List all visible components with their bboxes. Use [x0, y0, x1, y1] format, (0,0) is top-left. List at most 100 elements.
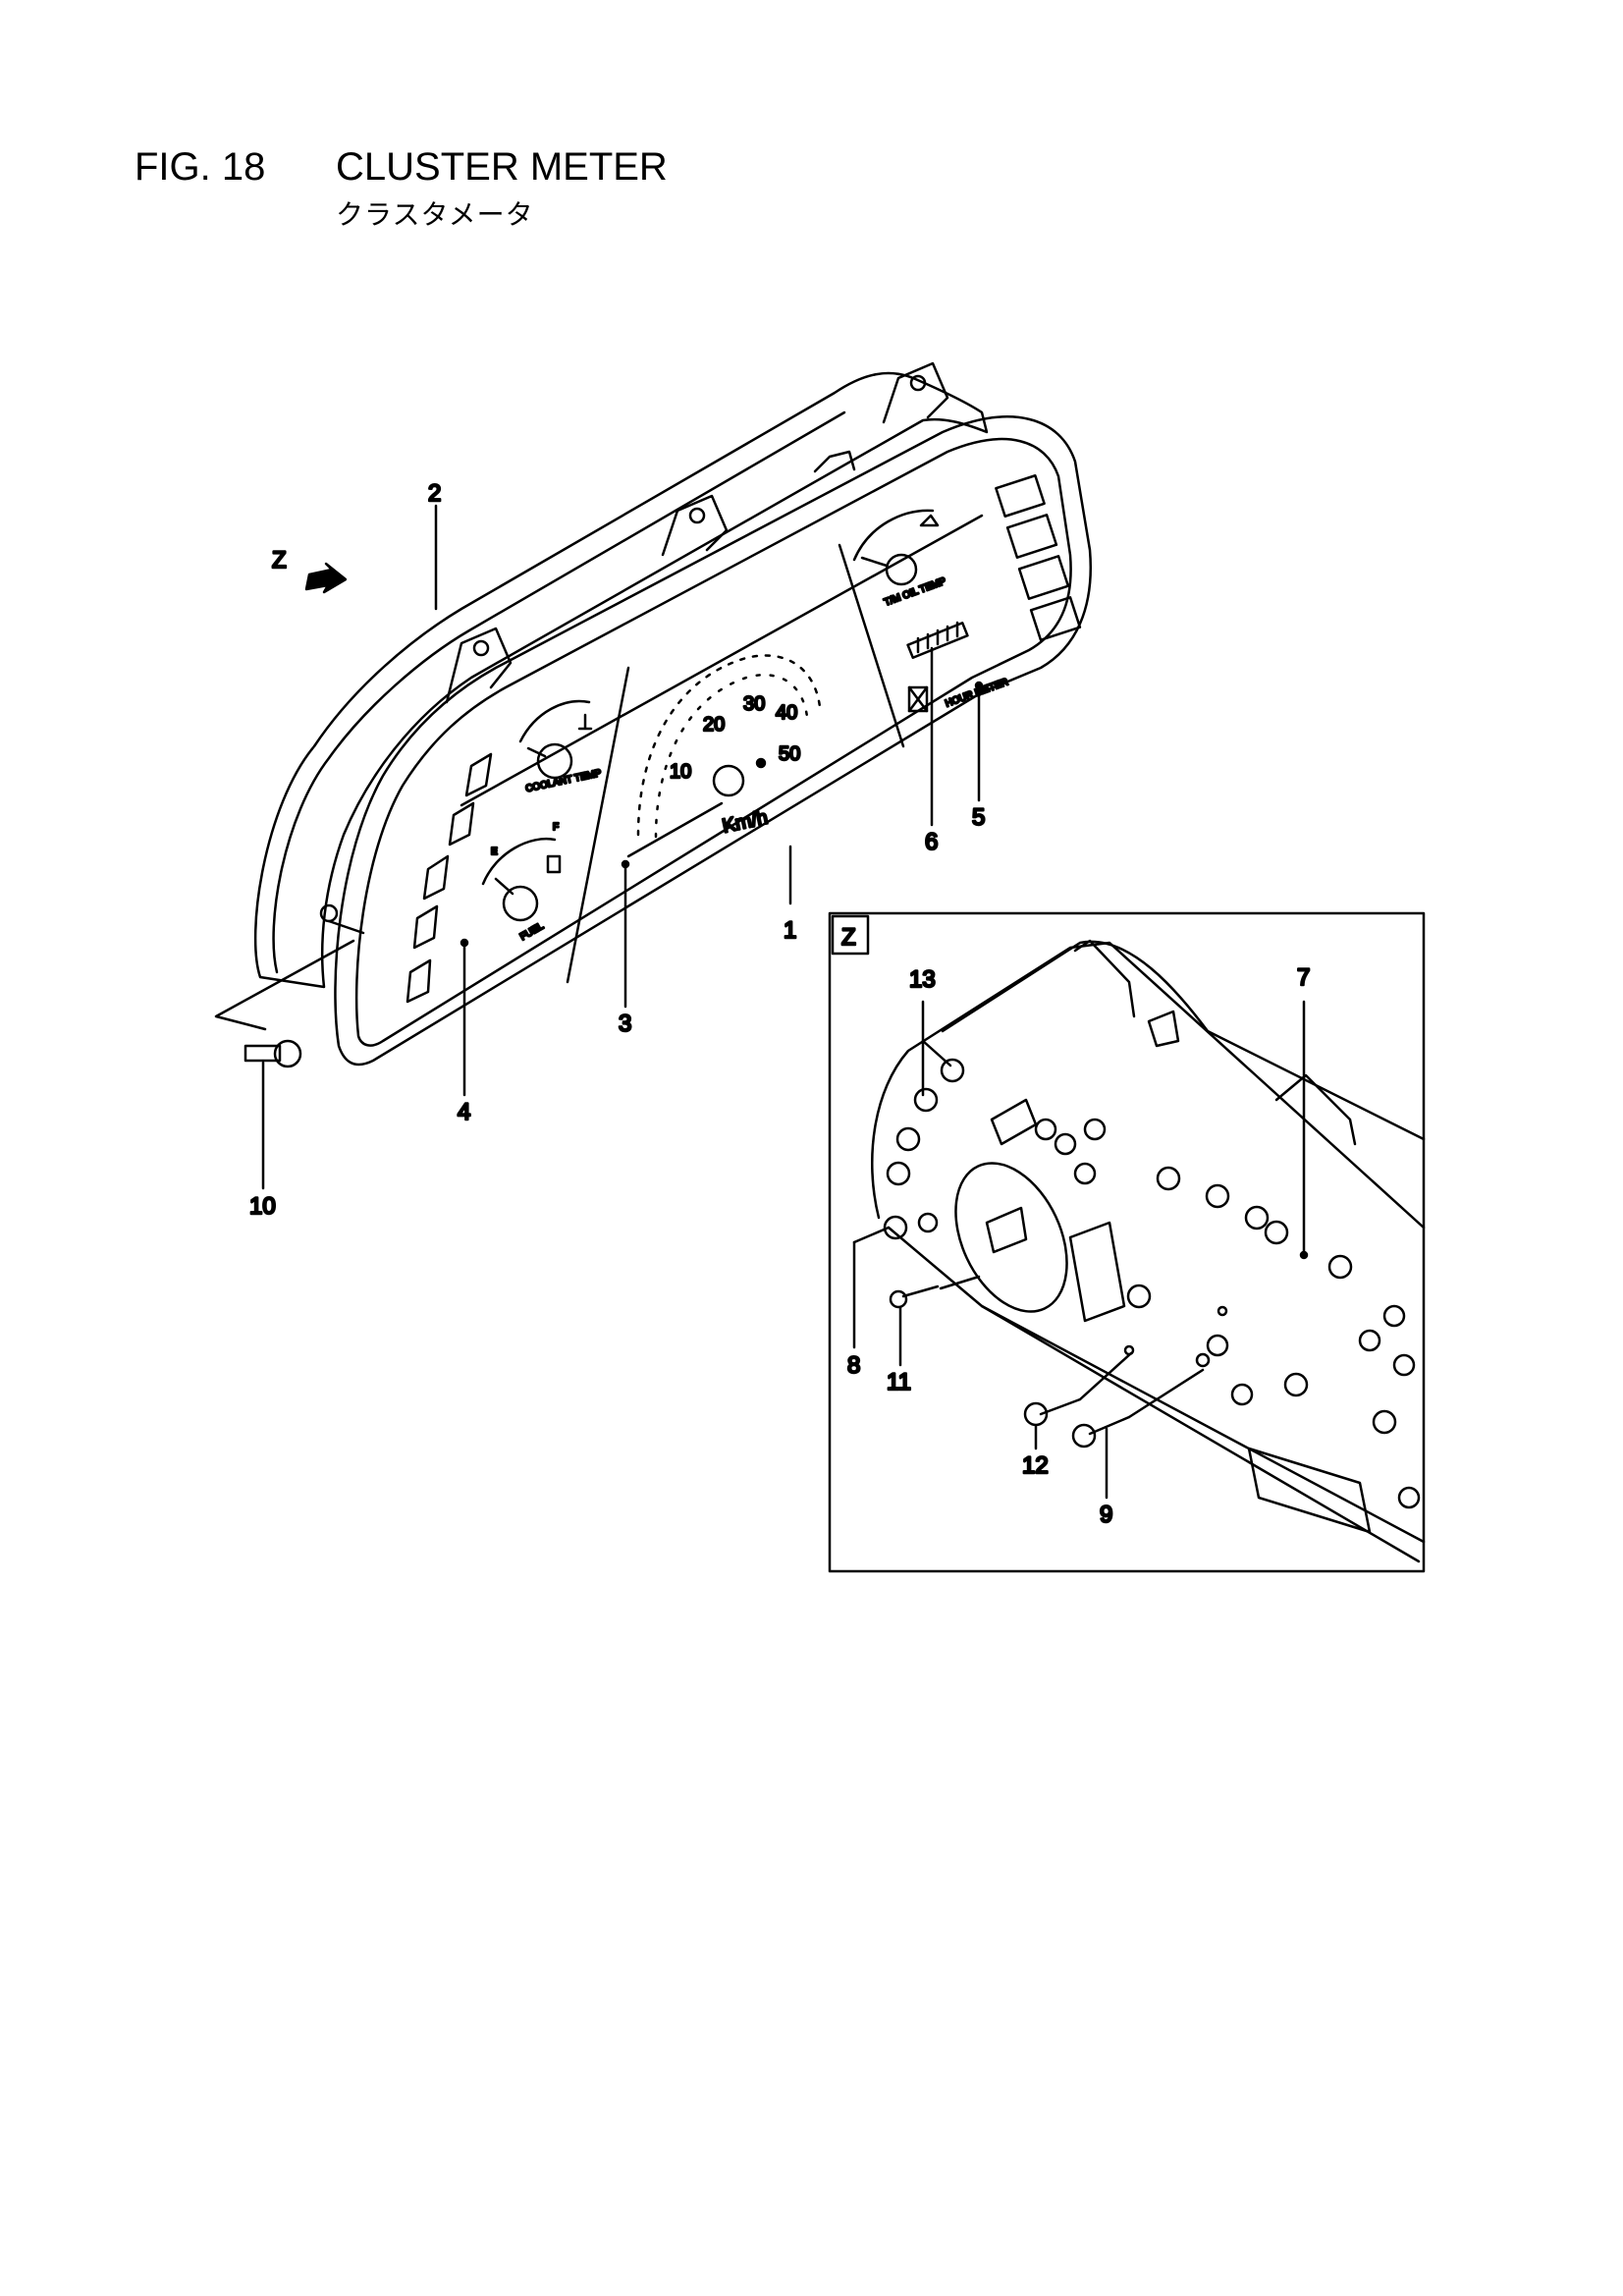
speed-tick-40: 40: [776, 702, 797, 724]
bulb-socket: [940, 1058, 965, 1083]
bulb-socket: [1195, 1352, 1211, 1368]
callout-3: 3: [619, 1011, 631, 1037]
speedometer-needle: [626, 801, 724, 858]
bulb-socket: [1382, 1304, 1406, 1328]
bulb-socket: [886, 1161, 911, 1186]
view-marker-z: Z: [272, 547, 287, 574]
bracket-right-hole: [909, 374, 927, 392]
view-arrow: [304, 562, 348, 594]
inset-connector-block: [1068, 1221, 1126, 1323]
bulb-socket: [1283, 1372, 1309, 1397]
inset-housing-bottom-2: [980, 1304, 1421, 1563]
bulb-socket: [1156, 1166, 1181, 1191]
bulb-socket: [883, 1215, 908, 1240]
hour-meter-label: HOUR METER: [944, 677, 1009, 709]
figure-subtitle: クラスタメータ: [336, 198, 534, 231]
coolant-gauge-hub: [536, 742, 573, 780]
bulb-socket: [917, 1212, 939, 1233]
fuel-empty-label: E: [491, 847, 498, 857]
bracket-left-hole: [472, 639, 490, 657]
speedometer-pin: [755, 757, 767, 769]
screw-9-leader: [1127, 1368, 1205, 1419]
inset-tab-right: [1274, 1073, 1357, 1146]
callout-3-dot: [621, 859, 630, 869]
fuel-pump-icon: [546, 854, 562, 874]
warning-lamp-3: [1017, 555, 1070, 600]
callout-13-leader-b: [921, 1039, 952, 1067]
tm-oil-gauge-needle: [860, 556, 889, 568]
bracket-mid-hole: [688, 507, 706, 524]
inset-cap: [990, 1098, 1038, 1146]
callout-7-dot: [1299, 1250, 1309, 1260]
coolant-gauge-arc: [518, 699, 591, 743]
dial-face-left-divider: [566, 666, 630, 984]
bulb-socket: [1392, 1353, 1416, 1377]
bulb-socket: [1206, 1334, 1229, 1357]
speed-tick-50: 50: [779, 743, 800, 765]
bulb-socket: [1083, 1118, 1107, 1141]
callout-13: 13: [909, 966, 936, 993]
callout-10: 10: [249, 1193, 276, 1220]
dial-face-right-divider: [838, 543, 905, 748]
screw-10-head: [273, 1039, 302, 1068]
inset-frame: [828, 911, 1426, 1573]
coolant-label: COOLANT TEMP: [524, 768, 602, 794]
cluster-meter-assembly: [214, 361, 1092, 1066]
speed-unit-label: Km/h: [721, 807, 770, 838]
speed-tick-10: 10: [670, 761, 691, 783]
inset-bulb-sockets: [883, 1058, 1421, 1509]
left-lamp-2: [448, 801, 475, 847]
callout-6: 6: [925, 829, 938, 855]
bracket-top-right: [813, 450, 856, 473]
fuel-label: FUEL: [518, 921, 546, 944]
indicator-box-cross: [907, 685, 929, 713]
figure-number: FIG. 18: [135, 145, 266, 189]
warning-lamp-2: [1005, 514, 1058, 559]
fuel-gauge-arc: [481, 837, 557, 886]
screw-11-leader: [939, 1275, 981, 1290]
speed-tick-20: 20: [703, 714, 725, 736]
callout-5: 5: [972, 804, 985, 831]
bracket-right: [882, 361, 949, 424]
fuel-gauge-hub: [502, 885, 539, 922]
screw-9-head: [1071, 1423, 1097, 1449]
bulb-socket: [1217, 1305, 1228, 1317]
front-bezel-outer: [334, 415, 1092, 1066]
tm-oil-gauge-arc: [852, 509, 935, 562]
bulb-socket: [913, 1087, 939, 1113]
speedometer-scale: [636, 654, 822, 837]
dial-face-top-line: [460, 514, 984, 807]
callout-4-dot: [460, 938, 469, 948]
inset-housing-outline: [871, 941, 1426, 1230]
left-lamp-4: [412, 904, 439, 950]
inset-label-z: Z: [841, 924, 856, 951]
side-stud: [319, 903, 339, 923]
title-block: FIG. 18 CLUSTER METER クラスタメータ: [0, 0, 1623, 255]
left-lamp-1: [464, 752, 493, 797]
left-lamp-5: [406, 958, 432, 1004]
inset-screw-9: [1071, 1368, 1205, 1500]
front-bezel-inner: [354, 437, 1072, 1047]
callout-1: 1: [784, 917, 796, 944]
inset-label-box: [831, 914, 870, 956]
bulb-socket: [1054, 1132, 1077, 1156]
callout-11: 11: [887, 1369, 911, 1395]
hour-meter-window: [906, 622, 969, 659]
bulb-socket: [1126, 1284, 1152, 1309]
bulb-socket: [1264, 1220, 1289, 1245]
tm-oil-icon: [919, 514, 940, 527]
hour-meter-digits: [916, 621, 959, 654]
indicator-box: [907, 685, 929, 713]
inset-connector-large: [1247, 1447, 1372, 1534]
inset-screw-12: [1023, 1351, 1133, 1450]
screw-11-head: [889, 1289, 908, 1309]
warning-lamp-4: [1029, 596, 1082, 641]
inset-speedo-back: [954, 1162, 1068, 1313]
inset-knob: [1147, 1010, 1180, 1048]
callout-12: 12: [1022, 1452, 1049, 1479]
left-lamp-3: [422, 854, 450, 901]
bulb-socket: [1230, 1383, 1254, 1406]
warning-lamp-1: [995, 473, 1046, 519]
inset-tab-left: [1073, 939, 1136, 1018]
